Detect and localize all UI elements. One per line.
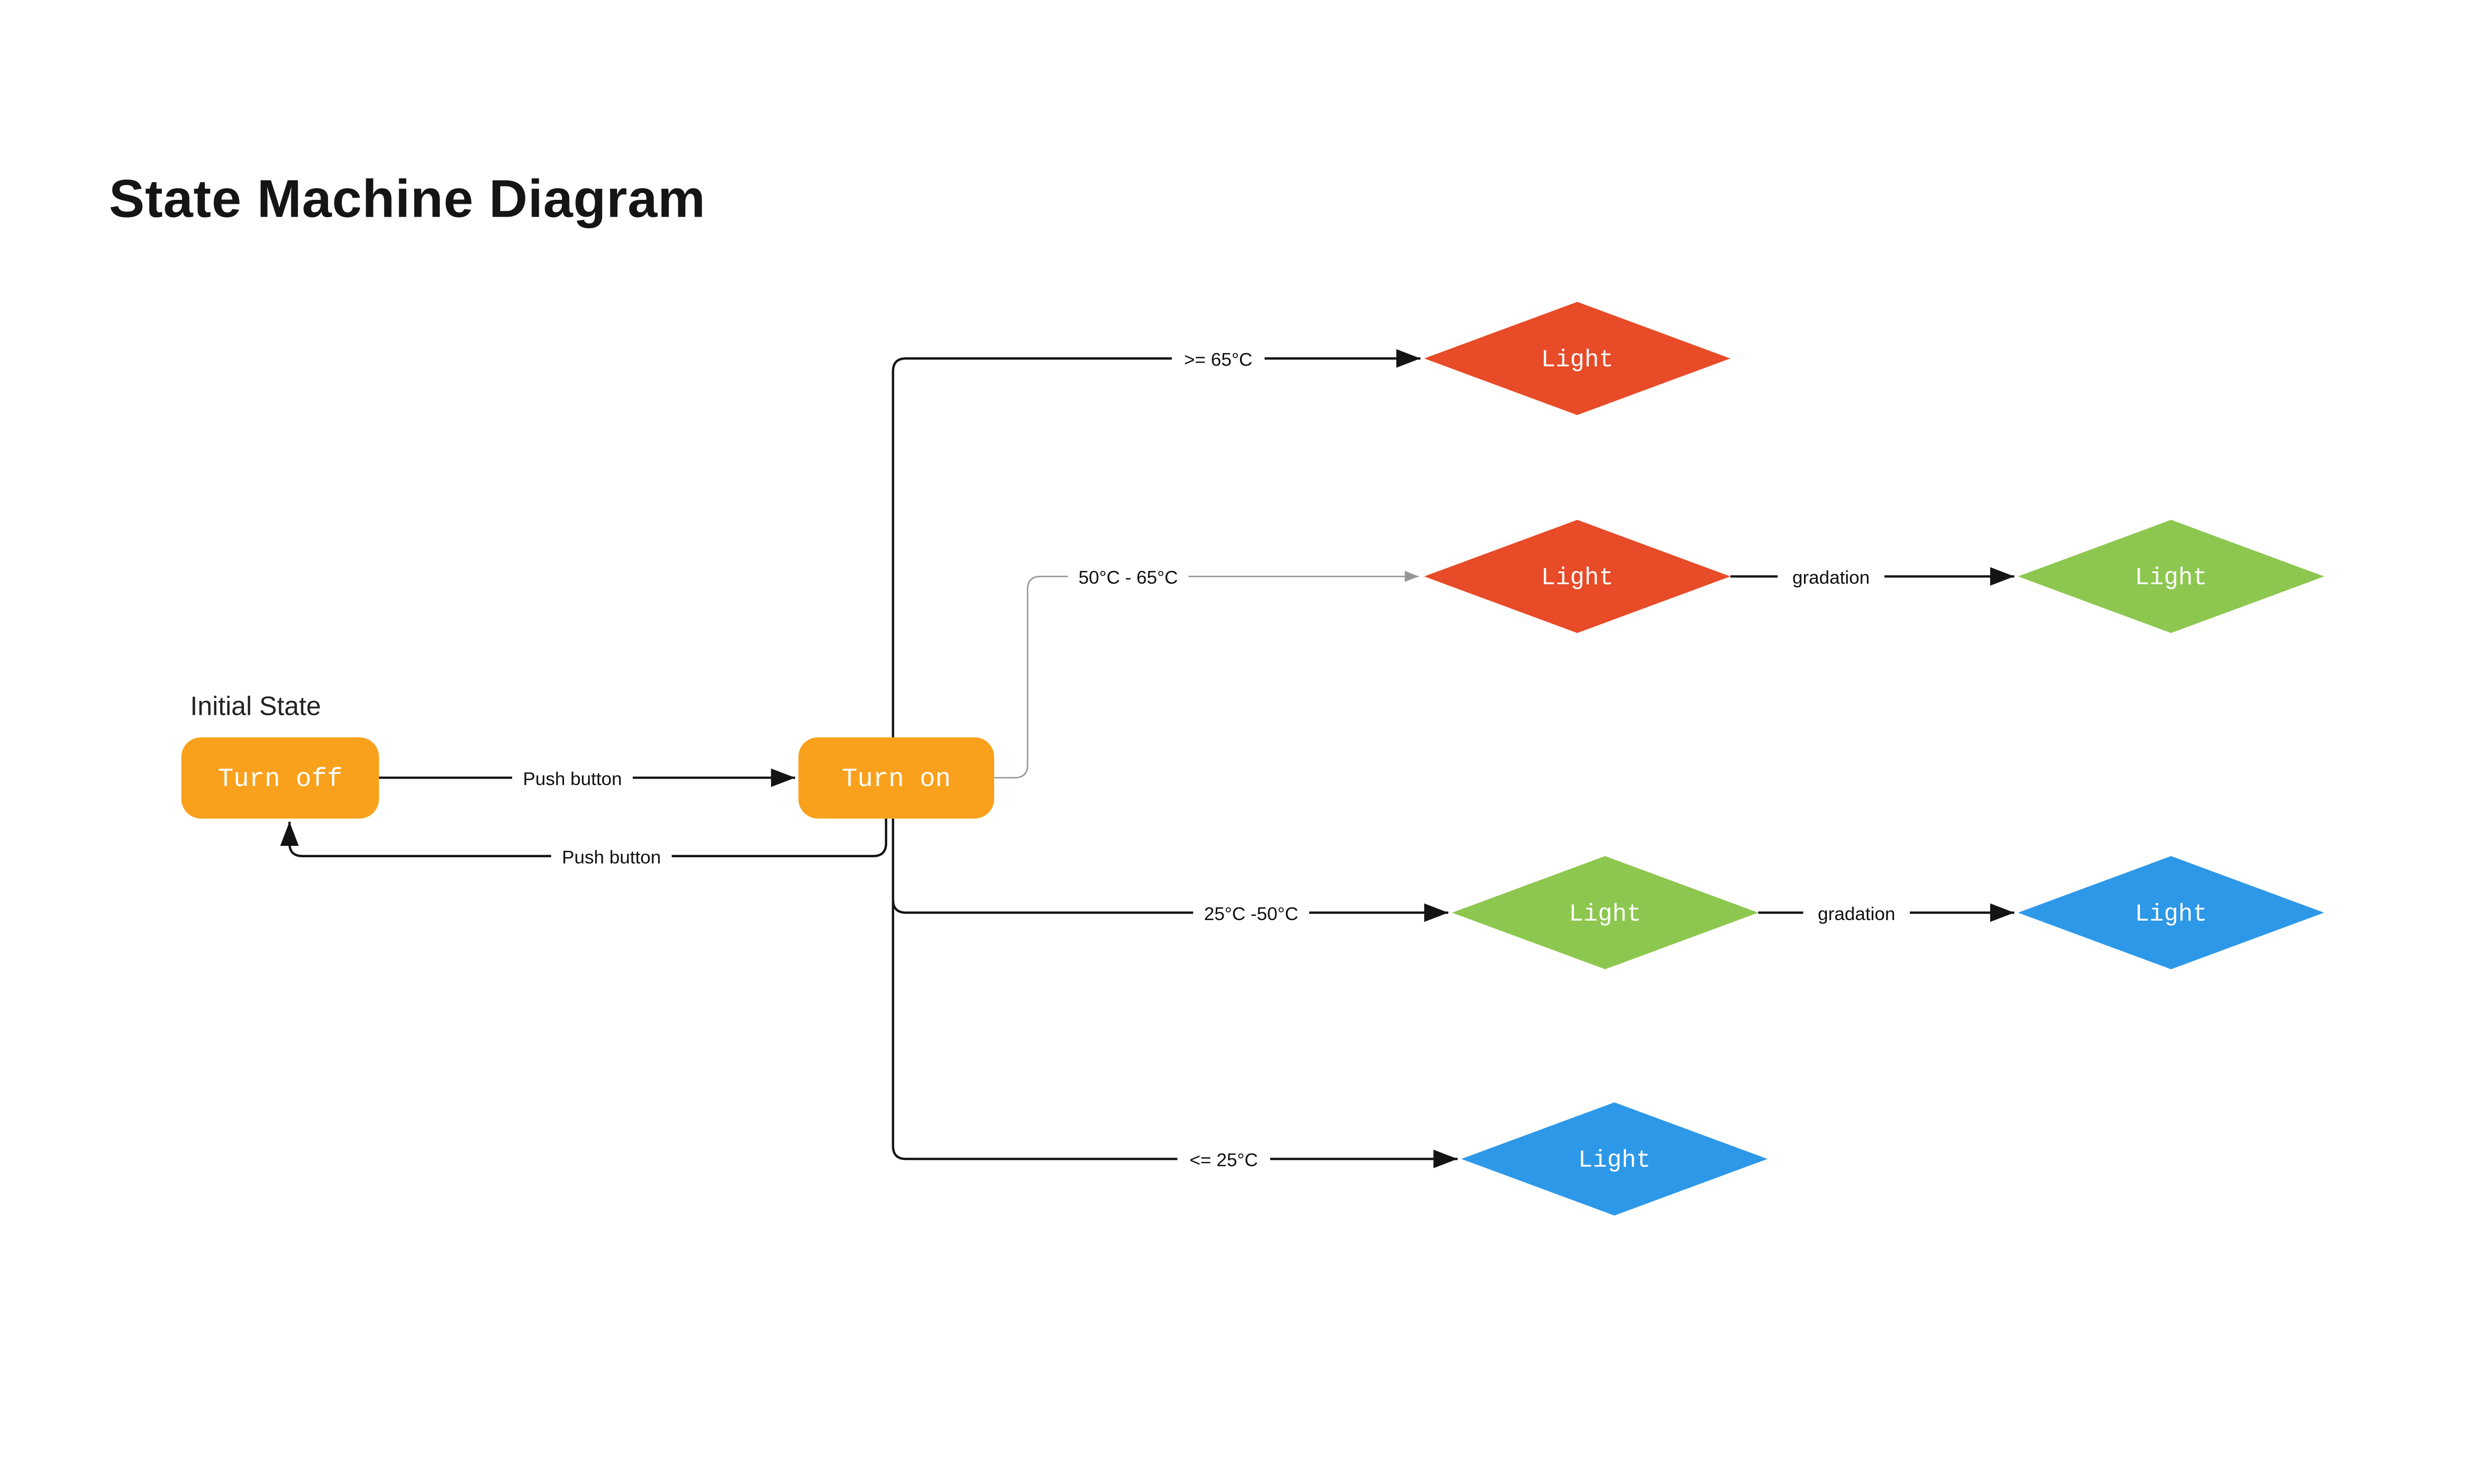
diamond-light-row3-grad-shape[interactable] [2018, 856, 2325, 970]
label-bg [1068, 563, 1189, 590]
label-bg [1803, 899, 1910, 927]
edge-label-push-button-return: Push button [551, 842, 672, 870]
diamond-light-row1-label: Light [1541, 346, 1614, 373]
state-turn-off-label: Turn off [218, 764, 342, 794]
edge-label-push-button-forward: Push button [512, 764, 633, 791]
diamond-light-row2-label: Light [1541, 564, 1614, 592]
edge-label-cond-row1: >= 65°C [1172, 345, 1265, 372]
edge-label-cond-row4: <= 25°C [1177, 1145, 1271, 1173]
diamond-light-row3-shape[interactable] [1452, 856, 1759, 970]
diamond-node-light-row3: Light [1452, 856, 1759, 970]
diamond-node-light-row3-grad: Light [2018, 856, 2325, 970]
diamond-light-row2-grad-shape[interactable] [2018, 519, 2325, 633]
edge-label-text: 25°C -50°C [1204, 903, 1298, 924]
diamond-light-row3-grad-label: Light [2135, 900, 2207, 928]
diamond-light-row2-grad-label: Light [2135, 564, 2207, 592]
edge-label-text: 50°C - 65°C [1079, 567, 1178, 588]
label-bg [1172, 345, 1265, 372]
edge-label-cond-row3: 25°C -50°C [1193, 899, 1309, 927]
edge-cond-row1 [892, 349, 1421, 738]
state-turn-on-shape[interactable] [798, 737, 995, 819]
edge-label-text: >= 65°C [1184, 349, 1252, 370]
edge-label-text: gradation [1818, 903, 1895, 924]
state-turn-off-shape[interactable] [181, 737, 379, 819]
edge-cond-row4 [892, 818, 1458, 1168]
edge-label-text: Push button [523, 768, 622, 789]
diamond-light-row4-shape[interactable] [1461, 1102, 1768, 1216]
diamond-node-light-row2: Light [1424, 519, 1731, 633]
state-node-turn-off: Turn off [181, 737, 379, 819]
initial-state-label: Initial State [190, 692, 321, 721]
label-bg [1777, 563, 1885, 590]
label-bg [1193, 899, 1309, 927]
edge-label-cond-row2: 50°C - 65°C [1068, 563, 1189, 590]
page-title: State Machine Diagram [109, 169, 706, 229]
state-node-turn-on: Turn on [798, 737, 995, 819]
edge-cond-row3 [892, 899, 1449, 922]
diamond-light-row3-label: Light [1569, 900, 1641, 928]
diamond-node-light-row1: Light [1424, 302, 1731, 416]
label-bg [512, 764, 633, 791]
edge-label-text: gradation [1792, 567, 1869, 588]
edge-label-gradation-row2: gradation [1777, 563, 1885, 590]
diamond-light-row2-shape[interactable] [1424, 519, 1731, 633]
diamond-light-row4-label: Light [1578, 1147, 1651, 1174]
edge-label-gradation-row3: gradation [1803, 899, 1910, 927]
state-turn-on-label: Turn on [842, 764, 951, 794]
edge-label-text: <= 25°C [1189, 1150, 1258, 1170]
label-bg [1177, 1145, 1271, 1173]
diamond-light-row1-shape[interactable] [1424, 302, 1731, 416]
edge-cond-row2 [994, 571, 1419, 779]
diamond-node-light-row4: Light [1461, 1102, 1768, 1216]
diamond-node-light-row2-grad: Light [2018, 519, 2325, 633]
edge-label-text: Push button [562, 847, 661, 868]
label-bg [551, 842, 672, 870]
